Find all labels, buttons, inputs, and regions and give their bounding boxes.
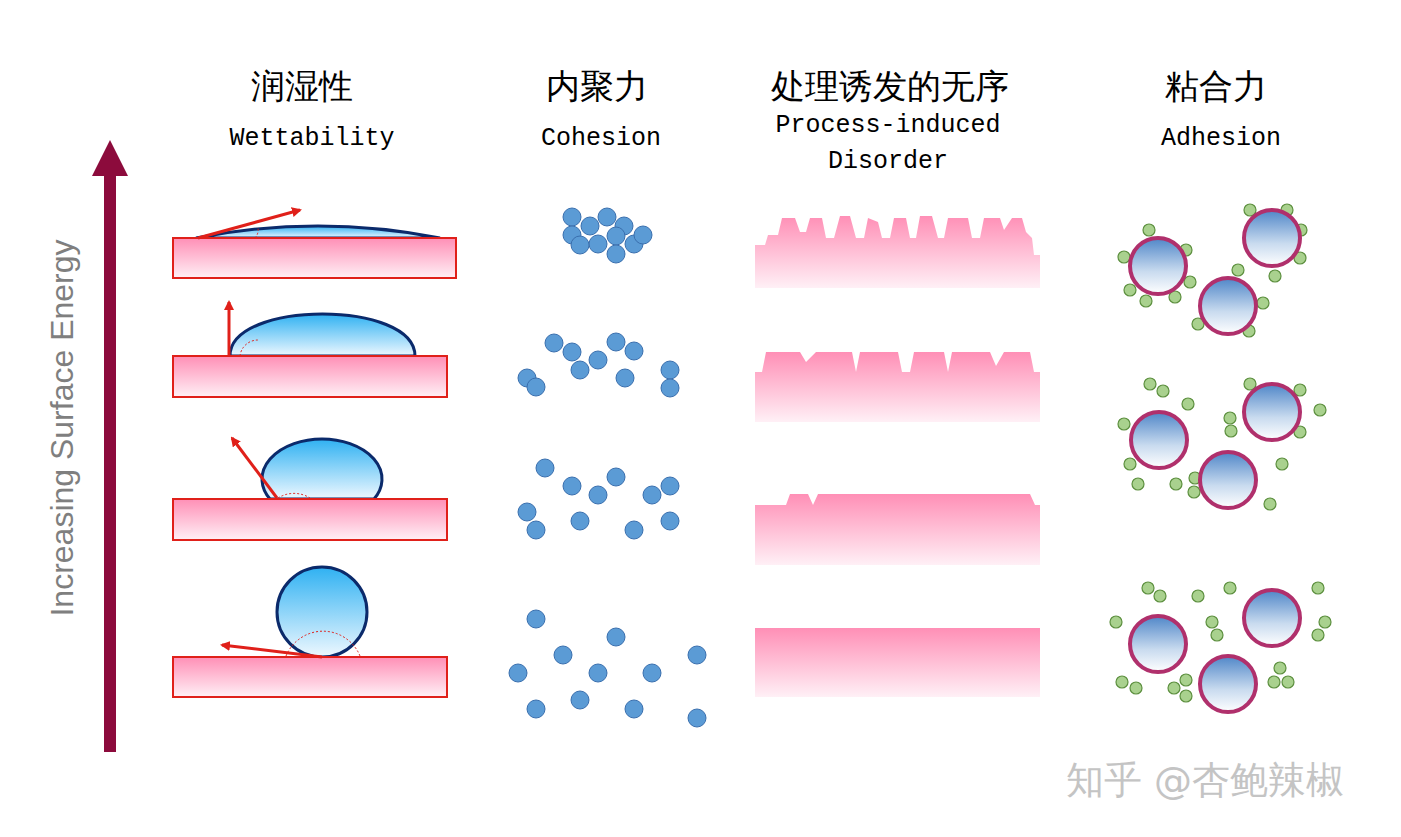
- watermark: 知乎 @杏鲍辣椒: [1066, 755, 1344, 806]
- column-subheading: Adhesion: [1161, 121, 1281, 157]
- column-subheading: Wettability: [229, 121, 394, 157]
- axis-label: Increasing Surface Energy: [44, 239, 81, 616]
- column-subheading: Process-induced Disorder: [753, 108, 1023, 180]
- column-heading: 处理诱发的无序: [771, 64, 1009, 110]
- column-heading: 润湿性: [251, 64, 353, 110]
- column-heading: 内聚力: [546, 64, 648, 110]
- column-subheading: Cohesion: [541, 121, 661, 157]
- column-heading: 粘合力: [1165, 64, 1267, 110]
